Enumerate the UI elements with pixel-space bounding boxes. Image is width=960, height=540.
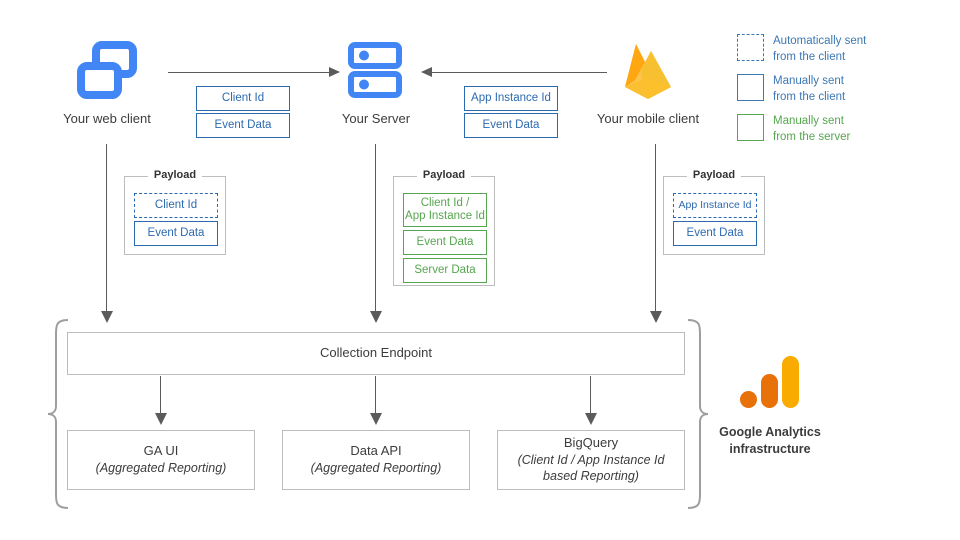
arrow-server-to-endpoint-head <box>370 311 382 323</box>
output-box-ga-ui: GA UI (Aggregated Reporting) <box>67 430 255 490</box>
google-analytics-logo <box>738 352 802 414</box>
legend-item-automatic-client: Automatically sent from the client <box>737 34 866 65</box>
payload-web: Payload Client Id Event Data <box>124 169 226 255</box>
server-rack-icon <box>348 42 402 98</box>
arrow-mobile-to-server-head <box>421 67 432 77</box>
tag-web-client-id: Client Id <box>196 86 290 111</box>
payload-web-title: Payload <box>147 169 203 181</box>
arrow-mobile-to-server <box>432 72 607 73</box>
arrow-endpoint-to-ga-ui <box>160 376 161 414</box>
output-bigquery-subtitle: (Client Id / App Instance Id based Repor… <box>517 453 665 484</box>
arrow-endpoint-to-ga-ui-head <box>155 413 167 425</box>
arrow-web-to-endpoint <box>106 144 107 312</box>
output-box-data-api: Data API (Aggregated Reporting) <box>282 430 470 490</box>
server-label: Your Server <box>341 111 411 126</box>
web-client-node <box>74 38 140 104</box>
payload-server-item-server-data: Server Data <box>403 258 487 283</box>
payload-server-title: Payload <box>416 169 472 181</box>
arrow-server-to-endpoint <box>375 144 376 312</box>
payload-web-item-client-id: Client Id <box>134 193 218 218</box>
arrow-web-to-endpoint-head <box>101 311 113 323</box>
payload-server-item-id: Client Id / App Instance Id <box>403 193 487 227</box>
ga-caption-line-1: Google Analytics <box>719 425 821 439</box>
mobile-client-node <box>619 37 677 103</box>
legend-line-1: Manually sent <box>773 75 844 87</box>
output-ga-ui-subtitle: (Aggregated Reporting) <box>95 461 227 476</box>
legend-label-manual-server: Manually sent from the server <box>773 114 850 145</box>
tag-mobile-app-instance-id: App Instance Id <box>464 86 558 111</box>
legend-line-1: Manually sent <box>773 115 844 127</box>
output-data-api-title: Data API <box>350 443 402 459</box>
payload-mobile-item-event-data: Event Data <box>673 221 757 246</box>
legend-swatch-solid-blue <box>737 74 764 101</box>
arrow-endpoint-to-bigquery <box>590 376 591 414</box>
infrastructure-bracket-right <box>687 319 709 509</box>
legend-line-2: from the server <box>773 130 851 143</box>
payload-mobile-title: Payload <box>686 169 742 181</box>
payload-mobile-item-app-instance-id: App Instance Id <box>673 193 757 218</box>
collection-endpoint-box: Collection Endpoint <box>67 332 685 375</box>
arrow-endpoint-to-bigquery-head <box>585 413 597 425</box>
tag-mobile-event-data: Event Data <box>464 113 558 138</box>
web-windows-icon <box>77 41 137 99</box>
legend-line-1: Automatically sent <box>773 35 867 47</box>
arrow-endpoint-to-data-api-head <box>370 413 382 425</box>
legend-label-automatic-client: Automatically sent from the client <box>773 34 866 65</box>
legend-item-manual-client: Manually sent from the client <box>737 74 845 105</box>
tag-web-event-data: Event Data <box>196 113 290 138</box>
payload-server: Payload Client Id / App Instance Id Even… <box>393 169 495 286</box>
arrow-mobile-to-endpoint <box>655 144 656 312</box>
arrow-mobile-to-endpoint-head <box>650 311 662 323</box>
legend-label-manual-client: Manually sent from the client <box>773 74 845 105</box>
arrow-web-to-server-head <box>329 67 340 77</box>
server-node <box>347 42 403 100</box>
legend-item-manual-server: Manually sent from the server <box>737 114 850 145</box>
output-box-bigquery: BigQuery (Client Id / App Instance Id ba… <box>497 430 685 490</box>
infrastructure-bracket-left <box>47 319 69 509</box>
arrow-endpoint-to-data-api <box>375 376 376 414</box>
output-ga-ui-title: GA UI <box>143 443 179 459</box>
legend-swatch-solid-green <box>737 114 764 141</box>
mobile-client-label: Your mobile client <box>596 111 700 126</box>
legend-swatch-dashed-blue <box>737 34 764 61</box>
output-bigquery-title: BigQuery <box>563 435 619 451</box>
payload-web-item-event-data: Event Data <box>134 221 218 246</box>
legend-line-2: from the client <box>773 50 846 63</box>
google-analytics-icon <box>740 356 799 408</box>
ga-caption-line-2: infrastructure <box>729 441 811 456</box>
payload-mobile: Payload App Instance Id Event Data <box>663 169 765 255</box>
google-analytics-caption: Google Analytics infrastructure <box>700 424 840 458</box>
firebase-flame-icon <box>625 44 671 99</box>
web-client-label: Your web client <box>63 111 151 126</box>
payload-server-item-event-data: Event Data <box>403 230 487 255</box>
output-data-api-subtitle: (Aggregated Reporting) <box>310 461 442 476</box>
legend-line-2: from the client <box>773 90 846 103</box>
collection-endpoint-label: Collection Endpoint <box>319 345 433 361</box>
arrow-web-to-server <box>168 72 330 73</box>
